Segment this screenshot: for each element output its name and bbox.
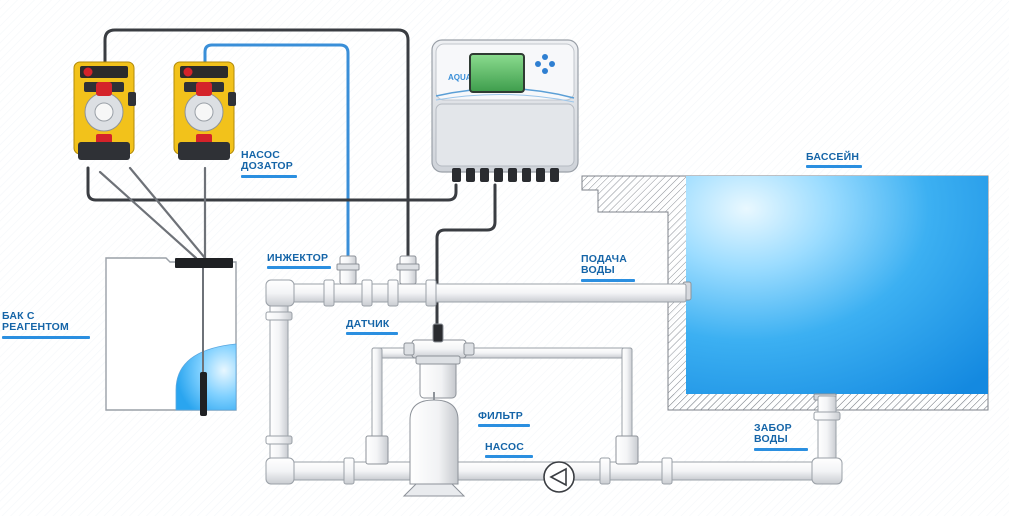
label-injector: ИНЖЕКТОР: [267, 252, 329, 264]
label-injector-underline: [267, 266, 331, 269]
sensor-assembly: [403, 323, 475, 399]
label-water-supply-underline: [581, 279, 635, 282]
controller-power-cable: [86, 166, 458, 202]
controller-logo: AQUA: [448, 73, 472, 82]
label-filter: ФИЛЬТР: [478, 410, 523, 422]
label-pump-doser-underline: [241, 175, 297, 178]
pump2-chemical-line: [203, 43, 350, 258]
reagent-tank: [105, 257, 237, 416]
circulation-pump: [543, 461, 575, 493]
label-tank-underline: [2, 336, 90, 339]
tank-tube-2: [128, 166, 207, 260]
pump1-signal-cable: [103, 28, 410, 258]
dosing-pump-2: [173, 61, 236, 160]
label-sensor: ДАТЧИК: [346, 318, 390, 330]
label-pool-underline: [806, 165, 862, 168]
dosing-pump-1: [73, 61, 136, 160]
label-sensor-underline: [346, 332, 398, 335]
pool: [581, 175, 989, 411]
label-pool: БАССЕЙН: [806, 151, 860, 163]
controller-unit: AQUA: [431, 39, 579, 182]
controller-sensor-cable: [435, 183, 497, 332]
label-water-supply: ПОДАЧА ВОДЫ: [581, 253, 627, 276]
cables: [86, 28, 497, 332]
tank-tube-1: [98, 170, 198, 260]
label-water-intake-underline: [754, 448, 808, 451]
injector-fittings: [336, 255, 639, 465]
label-water-intake: ЗАБОР ВОДЫ: [754, 422, 792, 445]
label-filter-underline: [478, 424, 530, 427]
controller-keypad: [535, 54, 555, 74]
label-pump-underline: [485, 455, 533, 458]
controller-screen: [469, 53, 525, 93]
filter-tank: [402, 392, 466, 497]
label-pump-doser: НАСОС ДОЗАТОР: [241, 149, 294, 172]
label-pump: НАСОС: [485, 441, 524, 453]
label-tank: БАК С РЕАГЕНТОМ: [2, 310, 69, 333]
